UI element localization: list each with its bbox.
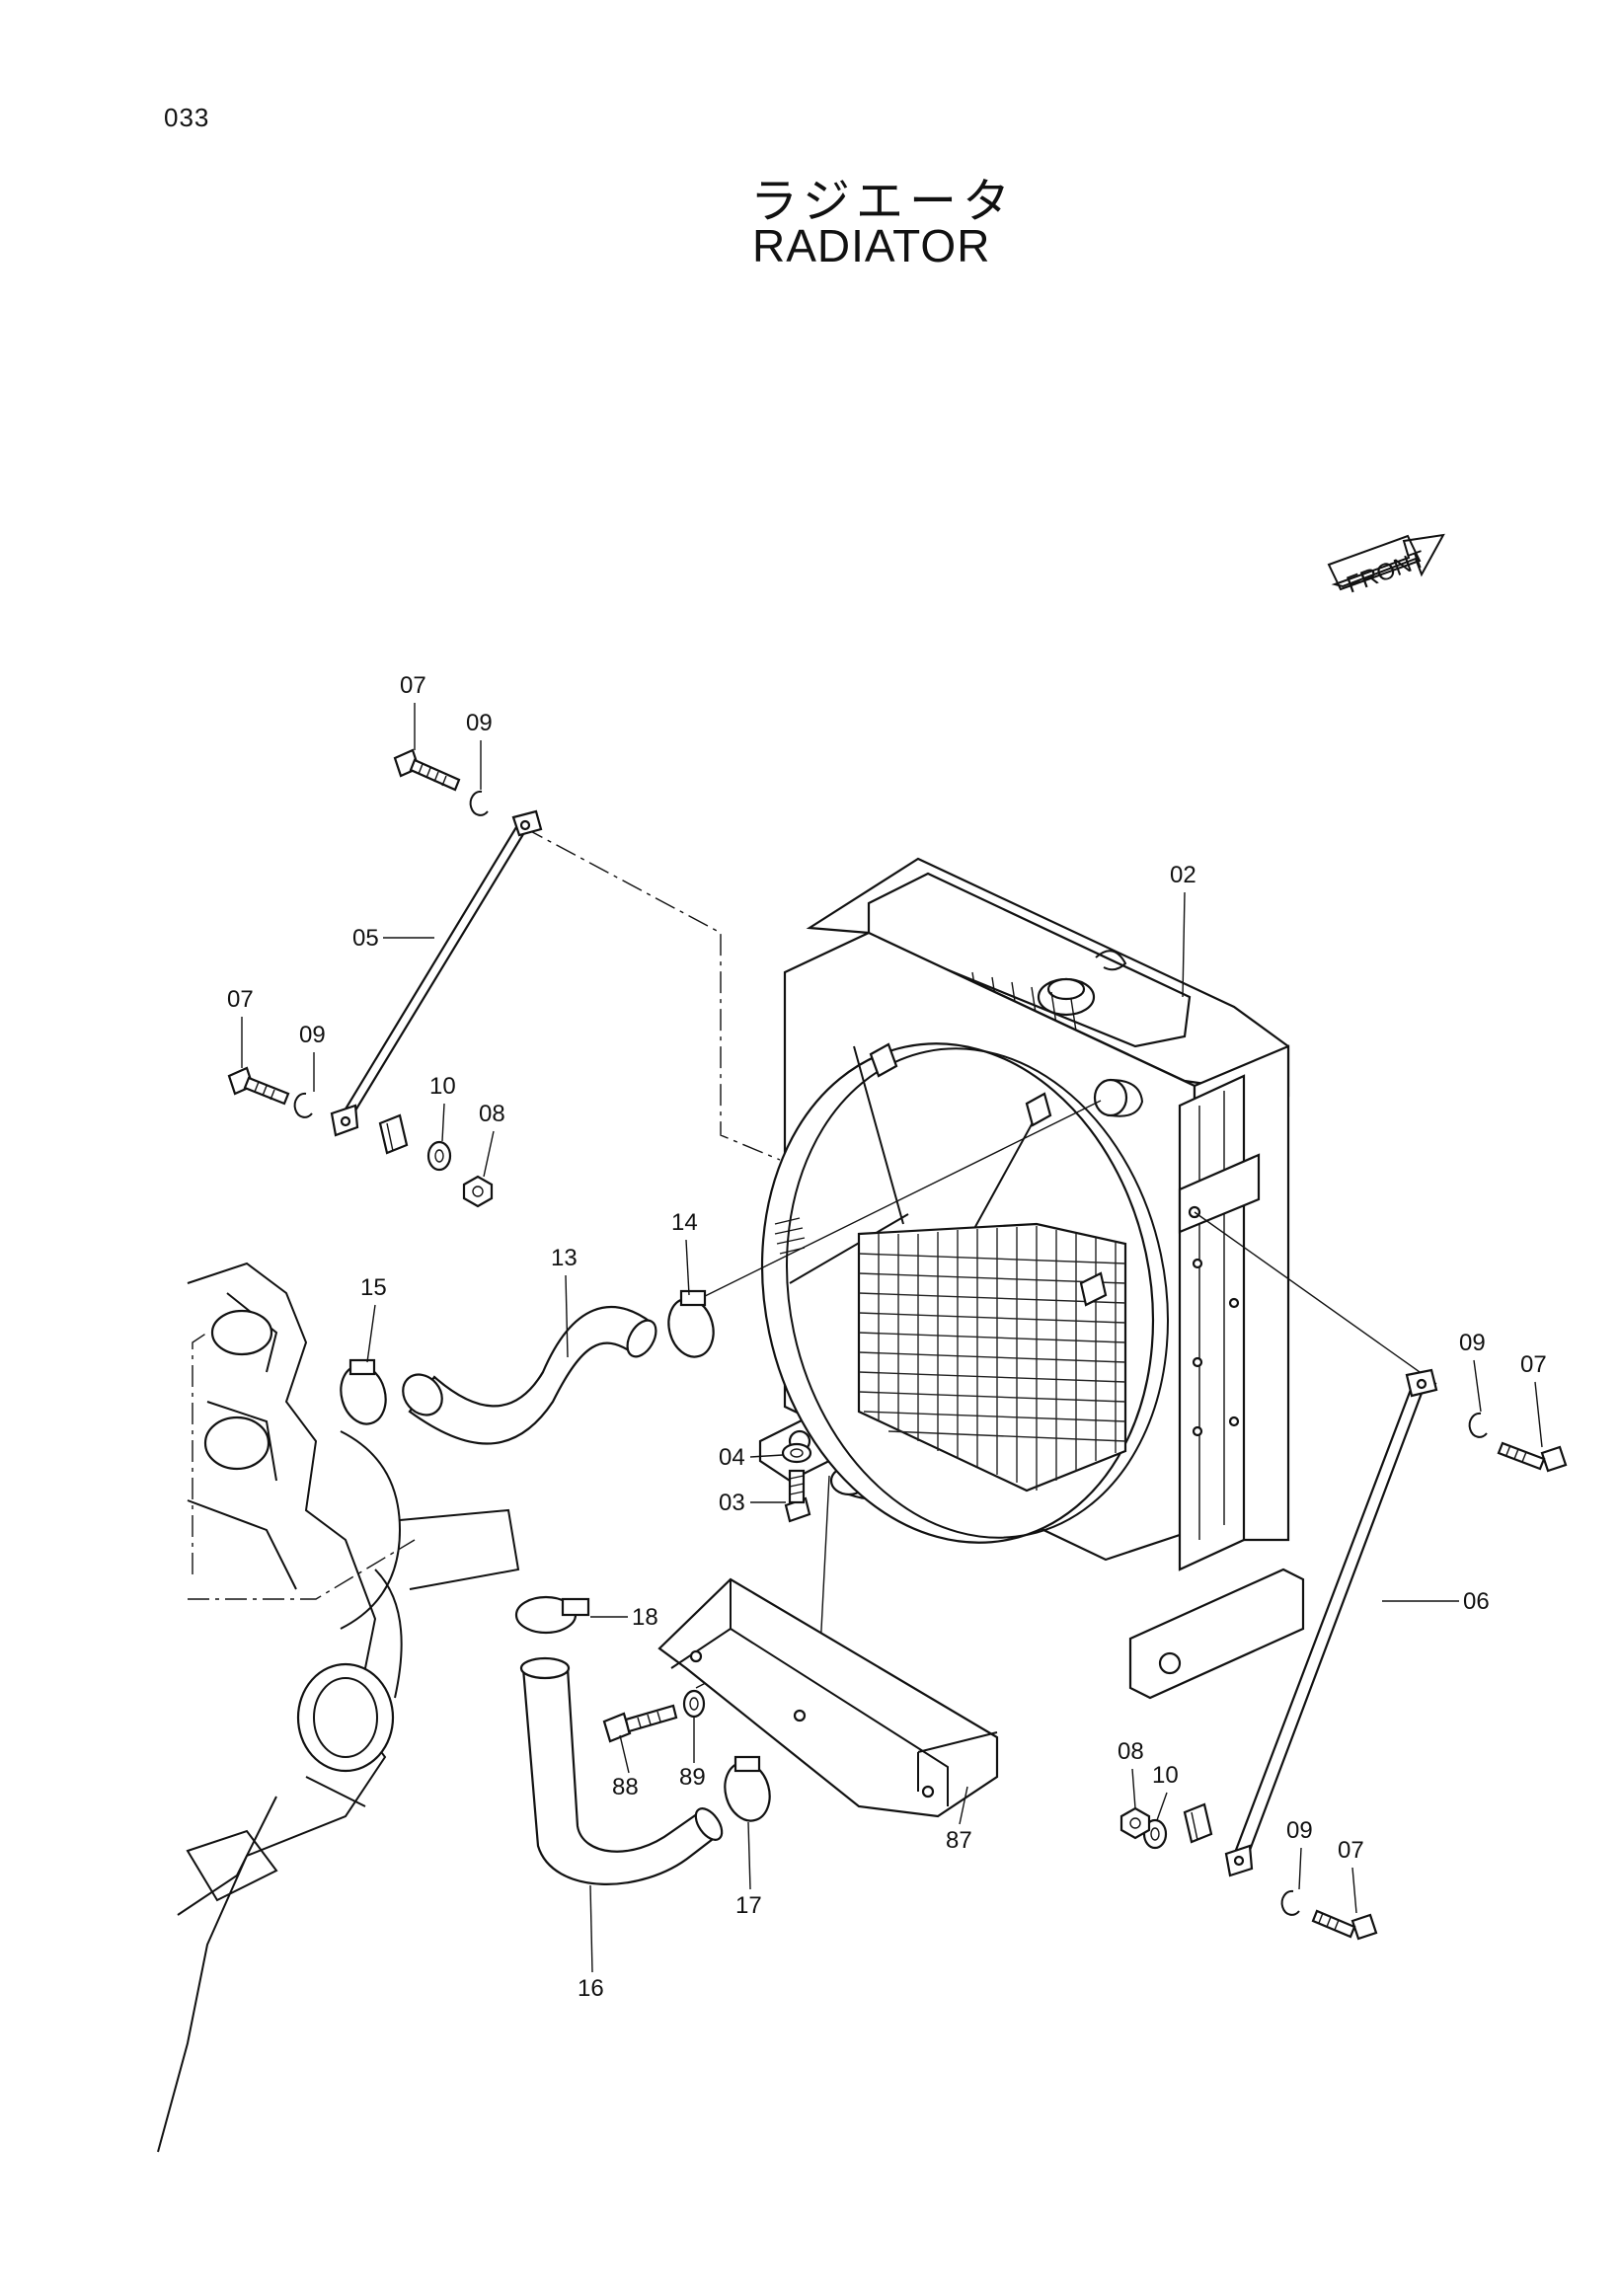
callout-06: 06 [1463,1588,1490,1615]
callout-13: 13 [551,1245,578,1271]
nut-08-upper [462,1175,494,1208]
callout-10: 10 [1152,1762,1179,1789]
callout-09: 09 [1459,1330,1486,1356]
stay-05 [330,809,543,1137]
spacer-upper [378,1113,409,1155]
callout-09: 09 [299,1022,326,1048]
hose-16 [519,1656,724,1885]
fan-shroud [760,1042,1169,1544]
front-direction-marker: FRONT [1327,533,1445,599]
clamp-14 [667,1289,715,1358]
front-label: FRONT [1344,546,1429,599]
bolt-07-upper [393,748,461,792]
bolt-03 [784,1469,811,1523]
callout-14: 14 [671,1209,698,1236]
washer-10-upper [426,1140,452,1172]
spacer-lower [1183,1802,1213,1844]
washer-09-lower [1280,1889,1300,1916]
washer-04 [781,1442,812,1464]
clamp-18 [514,1595,590,1635]
upper-inlet [1093,1078,1128,1117]
callout-04: 04 [719,1444,745,1471]
callout-08: 08 [1118,1738,1144,1765]
bolt-88 [602,1704,678,1743]
clamp-15 [340,1358,387,1425]
callout-18: 18 [632,1604,658,1631]
callout-88: 88 [612,1774,639,1800]
page-title: RADIATOR [752,220,991,271]
callout-05: 05 [352,925,379,952]
bolt-07-right [1497,1441,1568,1473]
callout-02: 02 [1170,862,1196,888]
callout-labels: 07 09 05 07 09 10 08 02 14 13 15 09 [227,672,1547,2002]
callout-07: 07 [400,672,426,699]
callout-09: 09 [466,710,493,736]
callout-09: 09 [1286,1817,1313,1844]
callout-16: 16 [578,1975,604,2002]
callout-15: 15 [360,1274,387,1301]
callout-89: 89 [679,1764,706,1791]
washer-09-left [293,1092,313,1118]
callout-07: 07 [227,986,254,1013]
callout-87: 87 [946,1827,972,1854]
callout-17: 17 [735,1892,762,1919]
washer-09-right [1468,1412,1488,1438]
engine-filter [296,1662,395,1773]
callout-10: 10 [429,1073,456,1100]
engine-fitting [210,1309,273,1356]
hose-13 [402,1306,657,1445]
shroud-grille [857,1222,1127,1492]
nut-08-lower [1119,1806,1151,1840]
page-number: 033 [164,103,210,132]
callout-07: 07 [1520,1351,1547,1378]
clamp-17 [724,1755,771,1822]
callout-03: 03 [719,1490,745,1516]
washer-09-upper [469,790,489,816]
washer-89 [682,1689,706,1719]
page-title-japanese: ラジエータ [750,174,1017,229]
under-cover-87 [657,1577,999,1818]
stay-06 [1224,1368,1438,1877]
callout-08: 08 [479,1101,505,1127]
engine-block [157,1262,520,2153]
bolt-07-left [227,1066,290,1106]
bolt-07-lower-right [1311,1909,1378,1941]
callout-07: 07 [1338,1837,1364,1864]
